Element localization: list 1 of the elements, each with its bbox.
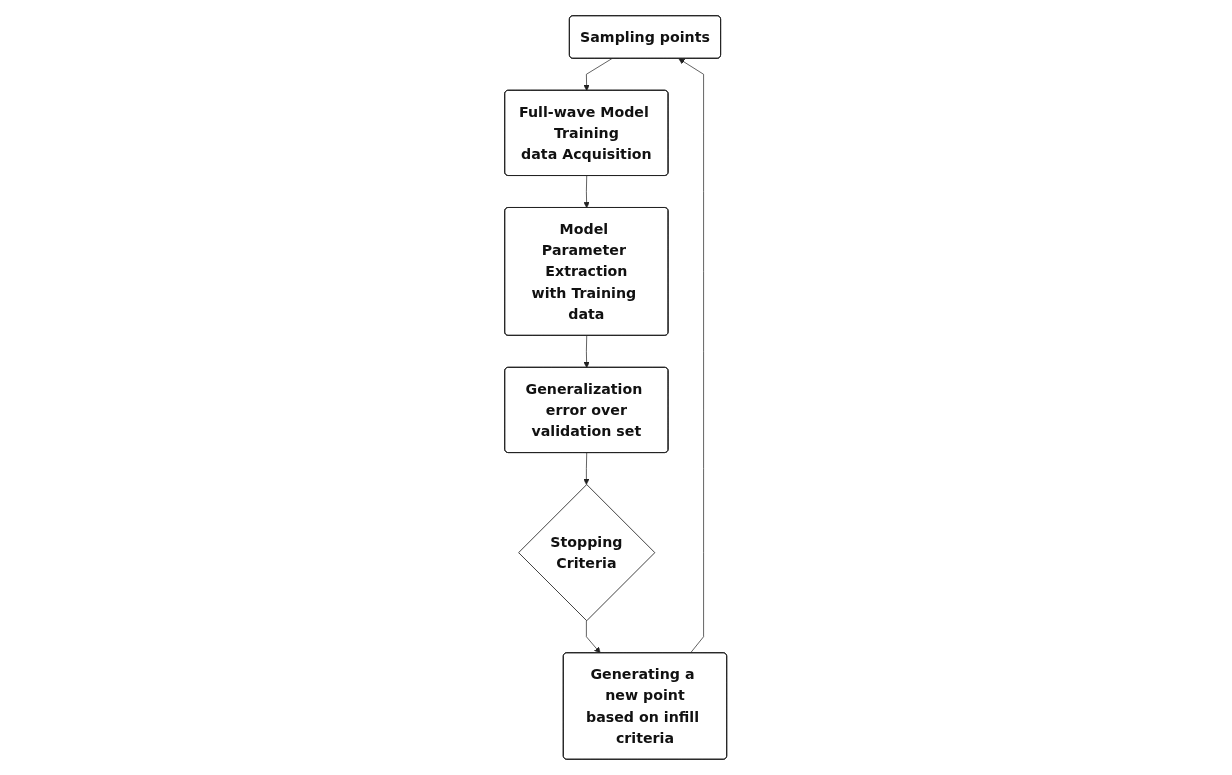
node-diamond: Stopping Criteria	[518, 484, 656, 622]
